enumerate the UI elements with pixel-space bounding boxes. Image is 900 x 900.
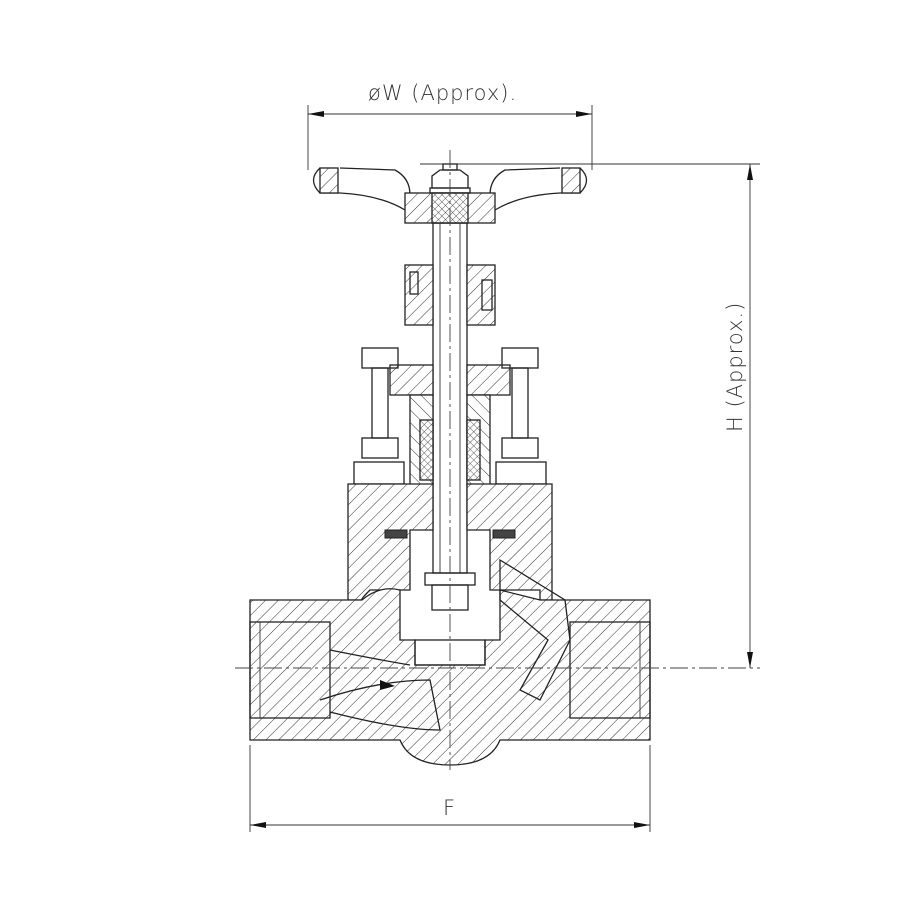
arrow-left-icon <box>308 111 324 117</box>
h-dimension: H (Approx.) <box>420 163 760 668</box>
f-dimension-label: F <box>443 796 456 820</box>
w-dimension-label: øW (Approx). <box>368 81 517 105</box>
gland-bolts <box>353 347 547 485</box>
arrow-right-icon <box>634 822 650 828</box>
f-dimension: F <box>249 745 651 832</box>
arrow-right-icon <box>576 111 592 117</box>
arrow-left-icon <box>250 822 266 828</box>
h-dimension-label: H (Approx.) <box>723 302 747 432</box>
w-dimension: øW (Approx). <box>307 81 593 170</box>
arrow-down-icon <box>747 652 753 668</box>
yoke-nut <box>389 264 511 486</box>
flow-arrow-icon <box>380 680 395 690</box>
arrow-up-icon <box>747 164 753 180</box>
